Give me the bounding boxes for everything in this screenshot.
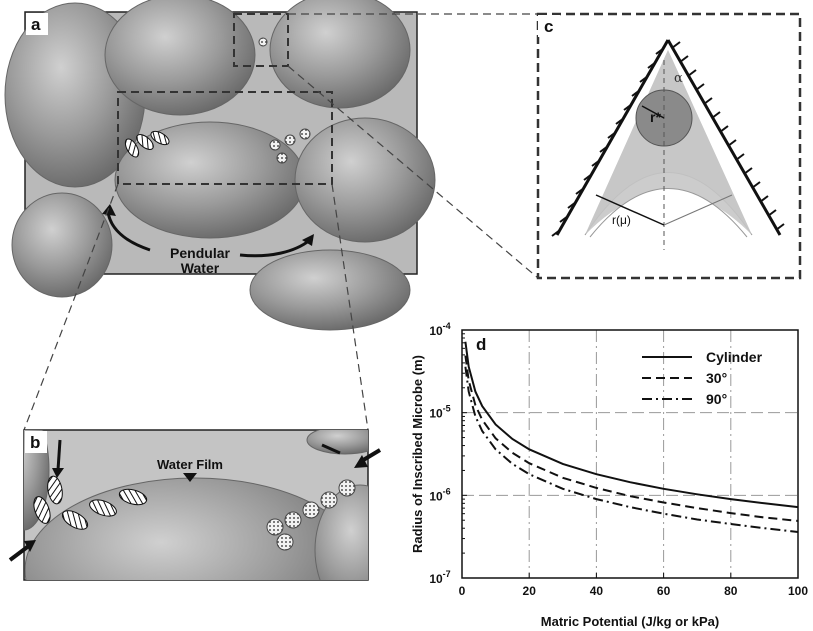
y-ticks: 10-4 10-5 10-6 10-7 bbox=[429, 321, 467, 586]
series-line-2 bbox=[464, 355, 799, 522]
grid bbox=[462, 330, 798, 578]
arrowhead bbox=[24, 540, 36, 552]
y-tick-label: 10-4 bbox=[429, 321, 450, 338]
wall-right bbox=[666, 39, 782, 236]
legend-label: Cylinder bbox=[706, 349, 763, 365]
panel-c-letter-bg bbox=[538, 15, 560, 37]
zoom-leaders bbox=[23, 13, 539, 431]
y-tick-label: 10-6 bbox=[429, 486, 450, 503]
soil-grain bbox=[294, 117, 436, 243]
rmu-line-right bbox=[663, 194, 733, 226]
pendular-label: Pendular bbox=[170, 245, 230, 261]
x-tick-label: 80 bbox=[724, 584, 738, 598]
panel-c: c α r* r(μ) bbox=[536, 12, 802, 280]
panel-b: b Water Film bbox=[8, 429, 382, 581]
water-film-label: Water Film bbox=[157, 457, 223, 472]
rmu-line-left bbox=[595, 194, 665, 226]
panel-d-letter: d bbox=[476, 335, 486, 354]
microbes-b bbox=[33, 475, 356, 551]
y-axis-title: Radius of Inscribed Microbe (m) bbox=[410, 355, 425, 553]
pointer-arrow bbox=[56, 439, 62, 471]
panel-a: a Pendular Water bbox=[4, 0, 436, 331]
microbe bbox=[284, 511, 302, 529]
y-tick-label: 10-5 bbox=[429, 404, 450, 421]
microbe bbox=[266, 518, 284, 536]
microbe bbox=[302, 501, 320, 519]
microbe bbox=[299, 128, 311, 140]
soil-grain bbox=[249, 249, 411, 331]
series-line-3 bbox=[464, 366, 799, 533]
meniscus-arc bbox=[589, 188, 748, 238]
zoom-box-c bbox=[233, 13, 289, 67]
x-tick-label: 20 bbox=[523, 584, 537, 598]
microbe bbox=[118, 488, 148, 506]
x-ticks: 0 20 40 60 80 100 bbox=[459, 573, 808, 598]
series-group bbox=[464, 341, 799, 533]
series-line-1 bbox=[464, 341, 799, 509]
leader-line bbox=[23, 183, 119, 431]
microbe bbox=[338, 479, 356, 497]
microbe bbox=[276, 152, 288, 164]
soil-grain bbox=[104, 0, 256, 116]
alpha-label: α bbox=[674, 71, 683, 86]
pointer-arrow bbox=[8, 543, 32, 562]
x-tick-label: 60 bbox=[657, 584, 671, 598]
panel-a-letter: a bbox=[31, 15, 41, 34]
soil-grain bbox=[306, 430, 368, 455]
rstar-label: r* bbox=[650, 109, 661, 125]
soil-grain bbox=[314, 484, 368, 580]
microbe bbox=[284, 134, 296, 146]
arrowhead bbox=[102, 204, 116, 216]
arrowhead bbox=[302, 234, 314, 246]
panel-a-letter-bg bbox=[26, 13, 48, 35]
x-tick-label: 0 bbox=[459, 584, 466, 598]
microbe bbox=[89, 499, 117, 517]
leader-line bbox=[331, 183, 369, 431]
soil-grains-a bbox=[4, 0, 436, 331]
microbe bbox=[61, 510, 89, 530]
arrowhead bbox=[354, 455, 368, 468]
rstar-arrow bbox=[641, 105, 665, 119]
pointer-arrow bbox=[321, 443, 341, 455]
y-tick-label: 10-7 bbox=[429, 569, 450, 586]
legend-label: 30° bbox=[706, 370, 727, 386]
rmu-label: r(μ) bbox=[612, 213, 631, 227]
microbe bbox=[320, 491, 338, 509]
microbe bbox=[276, 533, 294, 551]
soil-grain bbox=[269, 0, 411, 109]
legend-label: 90° bbox=[706, 391, 727, 407]
microbe bbox=[33, 496, 51, 524]
legend: Cylinder 30° 90° bbox=[642, 349, 763, 407]
microbe bbox=[136, 134, 154, 150]
panel-b-letter-bg bbox=[25, 431, 47, 453]
microbe bbox=[258, 37, 268, 47]
water-film-pointer bbox=[183, 473, 197, 482]
panel-b-letter: b bbox=[30, 433, 40, 452]
x-tick-label: 40 bbox=[590, 584, 604, 598]
x-tick-label: 100 bbox=[788, 584, 808, 598]
microbes-a bbox=[124, 37, 311, 164]
plot-frame bbox=[461, 329, 799, 579]
zoom-box-b bbox=[117, 91, 333, 185]
pendular-arrow-right bbox=[239, 238, 311, 258]
microbe bbox=[47, 475, 63, 505]
wall-hatching bbox=[551, 41, 785, 237]
x-axis-title: Matric Potential (J/kg or kPa) bbox=[541, 614, 719, 629]
water-label: Water bbox=[181, 260, 220, 276]
arrowhead bbox=[52, 468, 64, 478]
panel-c-letter: c bbox=[544, 17, 553, 36]
soil-grain bbox=[11, 192, 113, 298]
leader-line bbox=[287, 65, 539, 279]
panel-d-chart: 10-4 10-5 10-6 10-7 0 20 40 60 80 100 Cylinder 30… bbox=[410, 321, 808, 629]
microbe bbox=[150, 130, 170, 146]
microbe bbox=[269, 139, 281, 151]
pendular-arrow-left bbox=[106, 211, 151, 252]
microbe bbox=[124, 138, 140, 158]
